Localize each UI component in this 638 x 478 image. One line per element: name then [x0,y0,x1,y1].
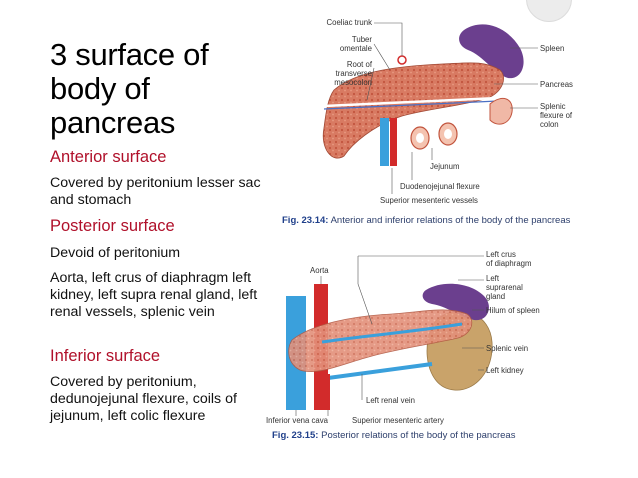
title-line-1: 3 surface of [50,37,209,72]
anterior-heading: Anterior surface [50,148,167,166]
figure-posterior-relations: Aorta Left crus of diaphragm Left suprar… [262,244,580,444]
label-spleen: Spleen [540,44,565,53]
label-pancreas: Pancreas [540,80,573,89]
label-root-1: Root of [346,60,372,69]
figure1-caption: Fig. 23.14: Anterior and inferior relati… [282,215,578,233]
title-line-3: pancreas [50,105,176,140]
label-sma: Superior mesenteric artery [352,416,444,425]
page-title: 3 surface of body of pancreas [50,38,260,140]
spleen-shape-2 [422,283,489,321]
label-splenic-3: colon [540,120,559,129]
posterior-text-2: Aorta, left crus of diaphragm left kidne… [50,270,258,320]
colon-shape [489,97,513,125]
figure-anterior-relations: Coeliac trunk Tuber omentale Root of tra… [262,8,580,236]
figure1-caption-text: Anterior and inferior relations of the b… [330,215,571,226]
figure1-caption-number: Fig. 23.14: [282,215,329,226]
label-splenic-1: Splenic [540,102,566,111]
anterior-text: Covered by peritonium lesser sac and sto… [50,175,261,208]
label-left-crus-2: of diaphragm [486,259,532,268]
label-tuber-2: omentale [339,44,372,53]
label-suprarenal-2: suprarenal [486,283,523,292]
label-root-3: mesocolon [334,78,372,87]
label-root-2: transverse [335,69,372,78]
title-line-2: body of [50,71,150,106]
label-suprarenal-1: Left [486,274,500,283]
label-aorta: Aorta [310,266,329,275]
label-tuber-1: Tuber [351,35,372,44]
pancreas-shape [322,62,504,159]
pancreas-shape-2 [288,309,473,372]
label-jejunum: Jejunum [430,162,460,171]
figure2-caption: Fig. 23.15: Posterior relations of the b… [272,430,572,443]
posterior-heading: Posterior surface [50,217,175,235]
label-splenic-vein: Splenic vein [486,344,529,353]
label-left-renal-vein: Left renal vein [366,396,415,405]
inferior-text: Covered by peritonium, dedunojejunal fle… [50,374,237,424]
label-hilum-of-spleen: Hilum of spleen [486,306,540,315]
spleen-shape [459,24,524,79]
label-splenic-2: flexure of [540,111,573,120]
pancreas-anterior-illustration [322,22,538,194]
inferior-heading: Inferior surface [50,347,161,365]
figure2-caption-text: Posterior relations of the body of the p… [321,430,516,441]
label-superior-mesenteric-vessels: Superior mesenteric vessels [380,196,478,205]
label-left-crus-1: Left crus [486,250,516,259]
label-coeliac-trunk: Coeliac trunk [326,18,372,27]
label-suprarenal-3: gland [486,292,506,301]
label-ivc: Inferior vena cava [266,416,328,425]
figure2-caption-number: Fig. 23.15: [272,430,319,441]
posterior-text-1: Devoid of peritonium [50,245,181,261]
label-left-kidney: Left kidney [486,366,524,375]
pancreas-posterior-illustration [286,255,493,416]
label-duodenojejunal: Duodenojejunal flexure [400,182,480,191]
